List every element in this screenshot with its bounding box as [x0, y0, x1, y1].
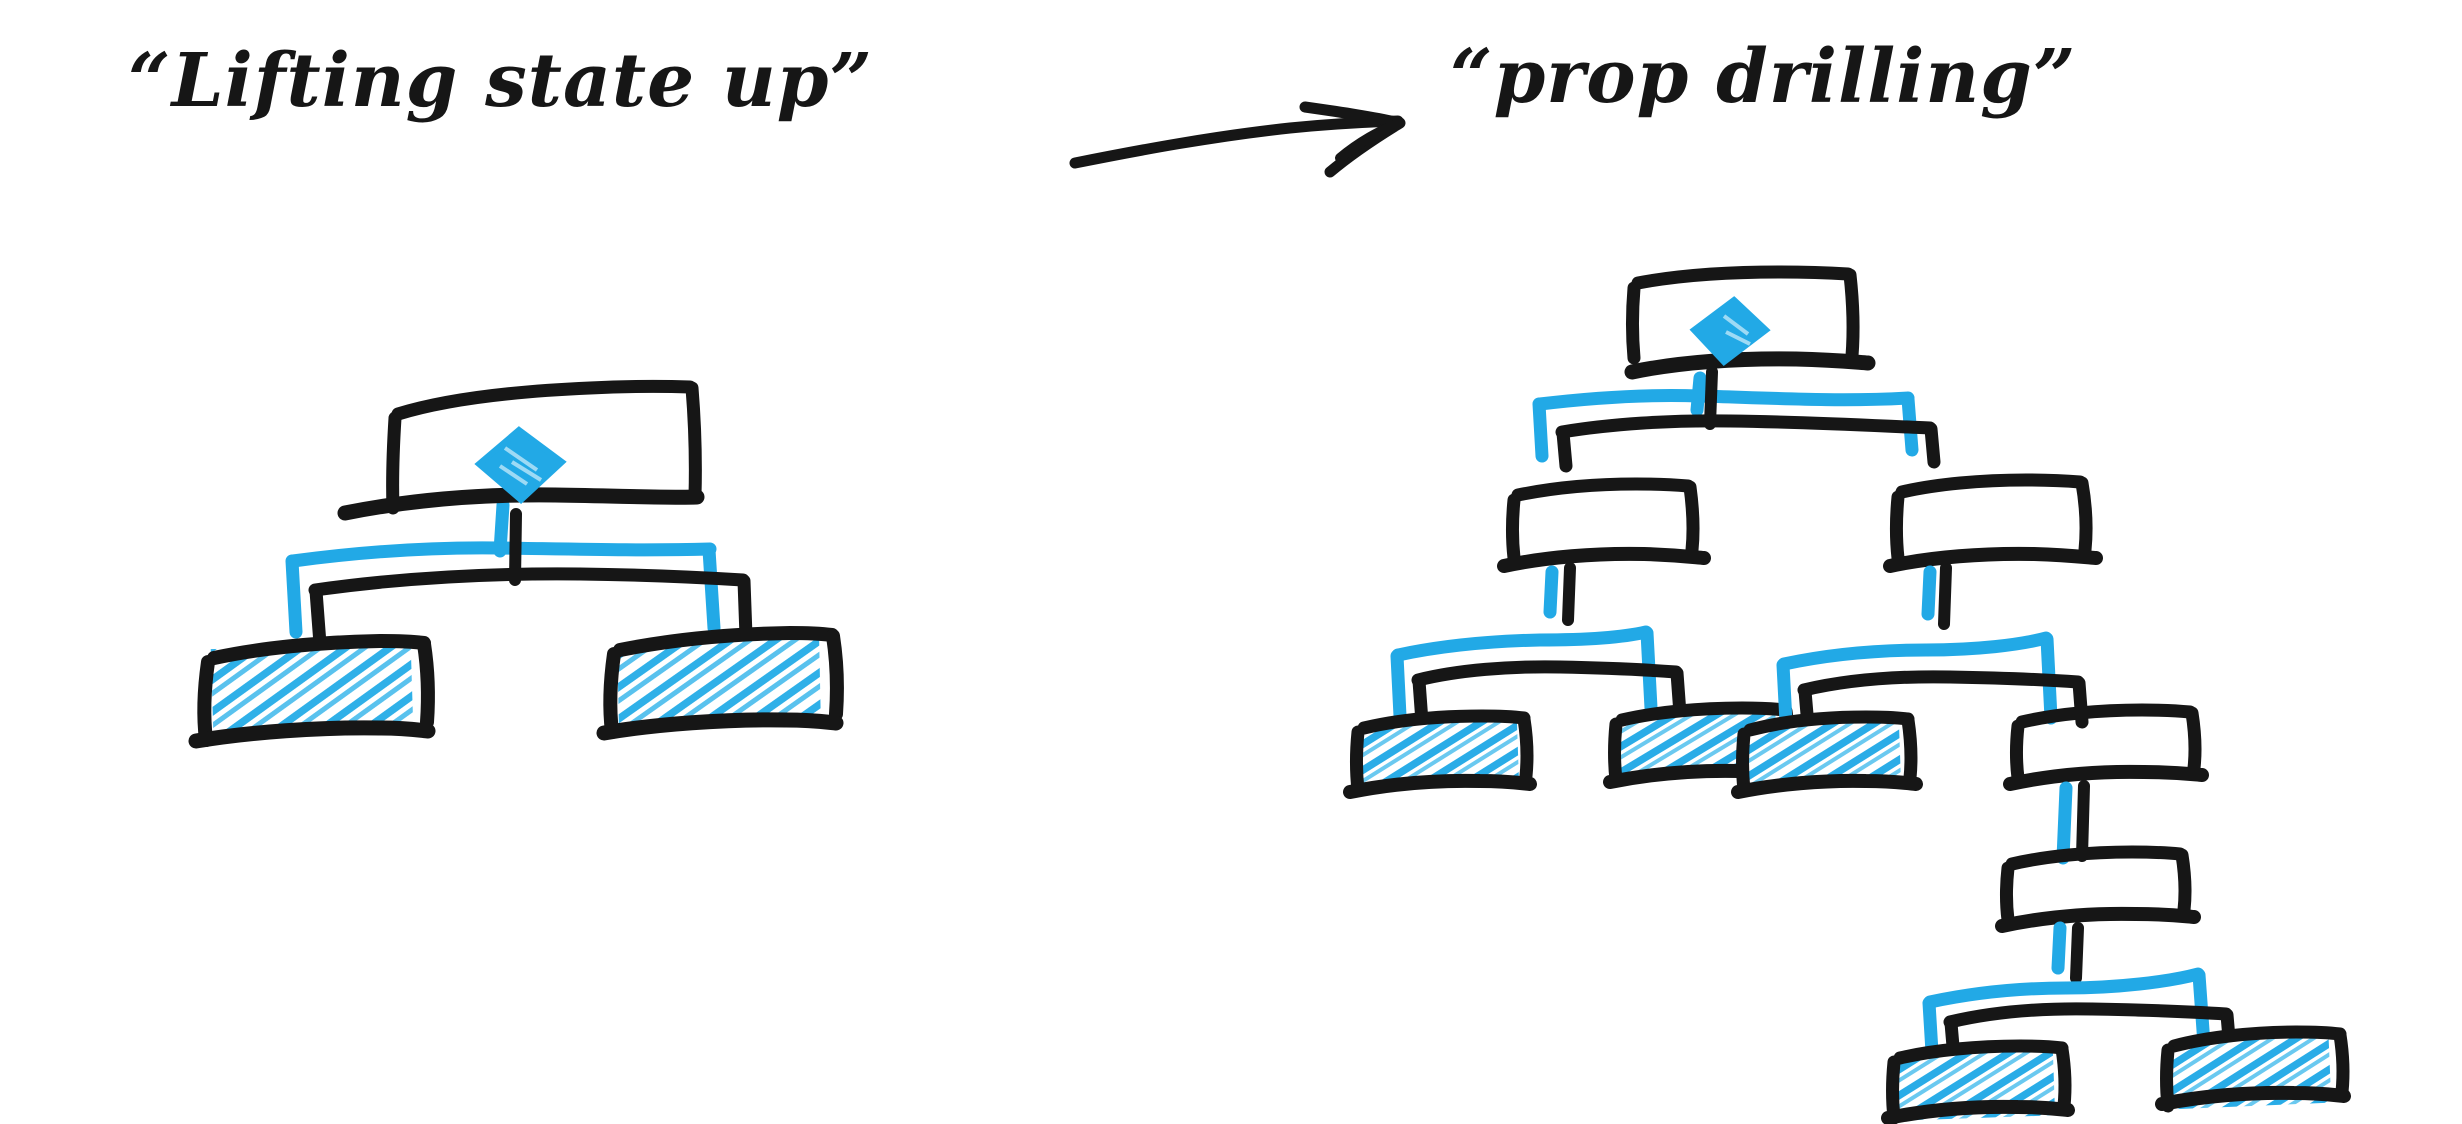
right-root-state-diamond-icon	[1689, 296, 1771, 367]
right-mid-left-node	[1497, 477, 1711, 626]
left-diagram-title: “Lifting state up”	[128, 38, 874, 124]
left-connectors	[308, 567, 753, 651]
prop-flow-lines-right-l3	[1922, 921, 2211, 1059]
right-pass-1-node	[2003, 703, 2209, 862]
lifting-state-up-tree	[188, 379, 844, 749]
becomes-arrow-icon	[1069, 101, 1406, 178]
right-leaf-3-node	[1731, 710, 1923, 799]
right-connectors-l0	[1555, 414, 1941, 473]
prop-flow-lines-right-l1-left	[1390, 565, 1658, 723]
right-leaf-1-fill	[1360, 717, 1520, 791]
right-leaf-5-node	[2155, 1025, 2351, 1113]
prop-flow-lines-right-l1-right	[1776, 565, 2058, 729]
right-leaf-3-fill	[1746, 719, 1902, 791]
left-root-state-diamond-icon	[474, 426, 567, 505]
right-mid-right-node	[1883, 473, 2103, 630]
left-child-1-node	[188, 634, 436, 749]
right-diagram-title: “prop drilling”	[1450, 34, 2077, 120]
left-root-node	[337, 379, 705, 586]
prop-flow-lines-left	[285, 498, 721, 639]
right-leaf-1-node	[1343, 709, 1537, 799]
left-child-2-node	[596, 626, 844, 741]
right-pass-2-node	[1995, 845, 2201, 984]
prop-flow-lines-right-l0	[1532, 371, 1919, 463]
prop-flow-line-pass1-pass2	[2056, 781, 2073, 865]
right-root-node	[1624, 265, 1876, 430]
left-child-1-fill	[210, 642, 414, 734]
right-leaf-4-node	[1881, 1039, 2075, 1124]
prop-drilling-tree	[1343, 265, 2351, 1124]
left-child-2-fill	[617, 637, 821, 727]
